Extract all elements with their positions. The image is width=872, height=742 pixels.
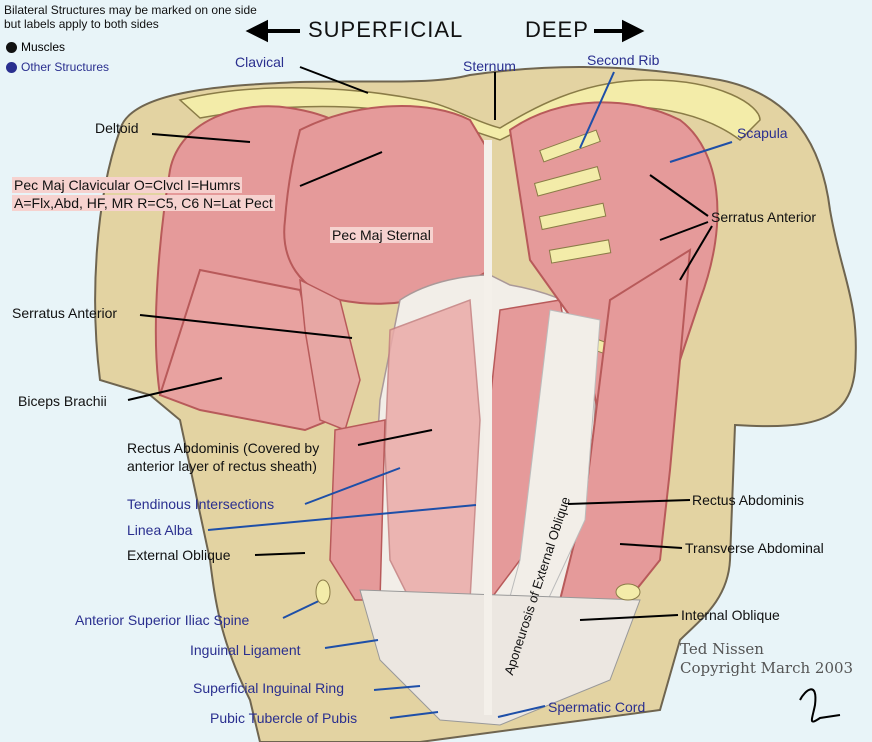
label-scapula: Scapula [737,125,788,141]
lower-abdomen [359,589,641,726]
credit-copyright: Copyright March 2003 [680,659,854,677]
biceps-muscle [158,268,332,432]
label-serratus-anterior-right: Serratus Anterior [711,209,817,225]
label-internal-oblique: Internal Oblique [681,607,780,623]
leader-lines [127,66,733,719]
label-pec-maj-clavicular-2: A=Flx,Abd, HF, MR R=C5, C6 N=Lat Pect [12,195,275,211]
pec-maj-clavicular-line1: Pec Maj Clavicular O=Clvcl I=Humrs [12,177,243,193]
label-pec-maj-sternal: Pec Maj Sternal [330,227,433,243]
label-rectus-abdominis: Rectus Abdominis [692,492,805,508]
label-transverse-abdominal: Transverse Abdominal [685,540,824,556]
label-tendinous-intersections: Tendinous Intersections [127,496,275,512]
label-second-rib: Second Rib [587,52,660,68]
label-clavical: Clavical [235,54,285,70]
bilateral-note-line2: but labels apply to both sides [4,17,159,31]
external-oblique-left [329,419,386,601]
pec-maj-sternal-text: Pec Maj Sternal [330,227,433,243]
asis-right-bone [615,583,641,601]
legend-muscles: Muscles [6,40,65,54]
label-rectus-covered-1: Rectus Abdominis (Covered by [127,440,320,456]
label-asis: Anterior Superior Iliac Spine [75,612,250,628]
signature-mark [799,688,841,723]
deep-title: DEEP [525,17,589,42]
label-pec-maj-clavicular-1: Pec Maj Clavicular O=Clvcl I=Humrs [12,177,243,193]
superficial-title: SUPERFICIAL [308,17,464,42]
label-sternum: Sternum [463,58,516,74]
label-superficial-inguinal-ring: Superficial Inguinal Ring [193,680,344,696]
label-inguinal-ligament: Inguinal Ligament [190,642,301,658]
bilateral-note-line1: Bilateral Structures may be marked on on… [4,3,257,17]
asis-left-bone [315,579,331,605]
pec-major-muscle [283,105,492,305]
label-spermatic-cord: Spermatic Cord [548,699,646,715]
other-structures-legend-icon [6,61,17,73]
label-deltoid: Deltoid [95,120,139,136]
label-rectus-covered-2: anterior layer of rectus sheath) [127,458,317,474]
legend-muscles-label: Muscles [21,40,66,54]
label-linea-alba: Linea Alba [127,522,193,538]
label-serratus-anterior-left: Serratus Anterior [12,305,118,321]
label-pubic-tubercle: Pubic Tubercle of Pubis [210,710,358,726]
legend-other-structures: Other Structures [6,60,109,74]
credit-author: Ted Nissen [680,640,764,658]
pec-maj-clavicular-line2: A=Flx,Abd, HF, MR R=C5, C6 N=Lat Pect [12,195,275,211]
muscles-legend-icon [6,41,17,53]
header-arrows [245,19,645,43]
label-external-oblique: External Oblique [127,547,231,563]
legend-other-label: Other Structures [21,60,110,74]
label-biceps-brachii: Biceps Brachii [18,393,107,409]
